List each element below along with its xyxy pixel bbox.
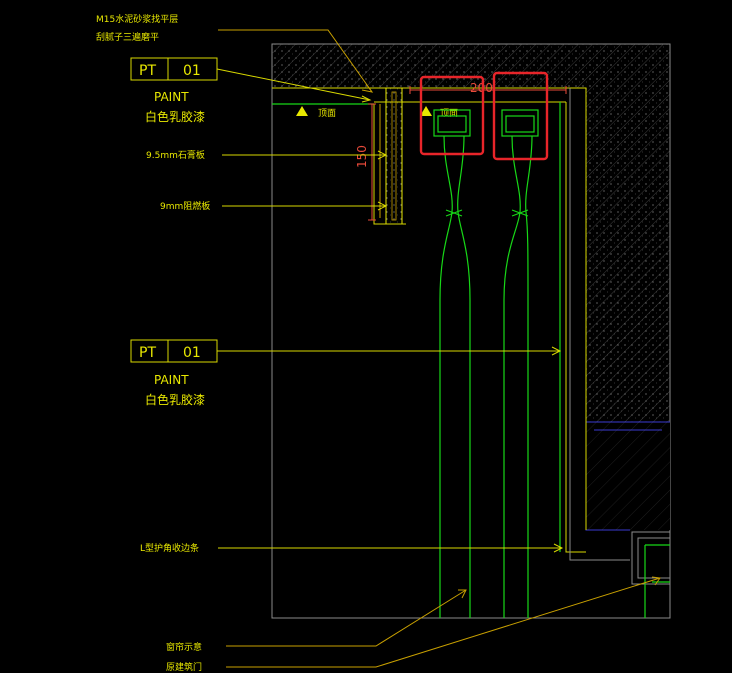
plywood-note: 9mm阻燃板 <box>160 200 210 212</box>
corner-strip-note: L型护角收边条 <box>140 542 199 554</box>
ceiling-level-marker-1 <box>296 106 308 116</box>
curtain-track-2 <box>501 109 539 137</box>
window-frame <box>631 531 671 618</box>
ceiling-level-label-2: 顶面 <box>440 108 458 119</box>
top-note-line1: M15水泥砂浆找平层 <box>96 13 178 25</box>
paint-tag-1-cn: 白色乳胶漆 <box>145 109 205 124</box>
gypsum-note: 9.5mm石膏板 <box>146 149 205 161</box>
vertical-dimension-label: 150 <box>355 145 369 168</box>
curtain-box <box>373 87 406 225</box>
bottom-note: 原建筑门 <box>166 661 202 673</box>
wall-finish-line <box>565 102 586 553</box>
top-note-line2: 刮腻子三遍磨平 <box>96 31 159 43</box>
curtain-track-1 <box>433 109 471 137</box>
paint-tag-2-code: PT <box>139 345 156 361</box>
bottom-note-leader <box>226 577 661 668</box>
top-dimension-label: 200 <box>470 81 493 95</box>
paint-tag-1-number: 01 <box>183 63 201 79</box>
curtain-folds-2 <box>503 135 533 618</box>
paint-tag-1 <box>130 57 372 103</box>
vertical-dimension <box>368 103 376 221</box>
ceiling-outline <box>272 87 587 530</box>
ceiling-level-marker-2 <box>420 106 432 116</box>
top-note-arrow <box>361 83 374 93</box>
top-note-leader <box>218 29 373 93</box>
bottom-note-arrow <box>651 576 661 586</box>
curtain-note: 窗帘示意 <box>166 641 202 653</box>
curtain-leader <box>226 589 467 647</box>
ceiling-level-label-1: 顶面 <box>318 108 336 119</box>
corner-strip-arrow <box>553 543 564 553</box>
curtain-arrow <box>458 589 467 599</box>
highlight-box-track-2 <box>492 71 549 161</box>
paint-tag-2-cn: 白色乳胶漆 <box>145 392 205 407</box>
gypsum-arrow <box>377 150 388 160</box>
paint-tag-2-en: PAINT <box>154 373 189 387</box>
paint-tag-2 <box>130 339 562 363</box>
top-dimension <box>409 86 567 94</box>
highlight-box-track-1 <box>419 75 485 156</box>
paint-tag-2-number: 01 <box>183 345 201 361</box>
right-wall <box>585 88 670 531</box>
ceiling-slab <box>272 44 670 88</box>
curtain-folds-1 <box>439 135 471 618</box>
wall-trim-line <box>569 88 630 561</box>
paint-tag-1-code: PT <box>139 63 156 79</box>
paint-tag-1-en: PAINT <box>154 90 189 104</box>
plywood-arrow <box>377 201 388 211</box>
